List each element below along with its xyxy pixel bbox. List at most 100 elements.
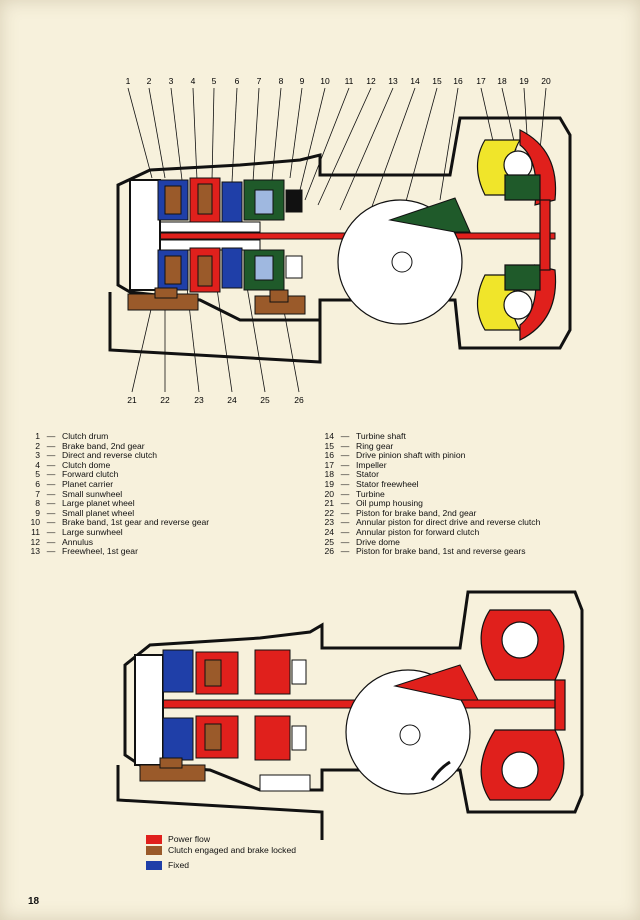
key-fixed-label: Fixed [168,860,190,870]
callout-number: 5 [212,76,217,86]
part-entry: 8—Large planet wheel [28,499,209,509]
part-number: 26 [324,546,334,557]
part-entry: 4—Clutch dome [28,459,209,471]
callout-number: 12 [366,76,376,86]
part-entry: 14—Turbine shaft [322,431,540,442]
part-name: Clutch dome [62,459,111,470]
part-entry: 12 — Annulus [28,536,209,548]
part-entry: 16—Drive pinion shaft with pinion [322,451,540,461]
clutch-parts-top [157,177,303,293]
ring-gear-bottom [345,669,471,795]
callout-number: 14 [410,76,420,86]
part-entry: 24—Annular piston for forward clutch [322,526,540,538]
part-name: Annulus [62,536,94,547]
part-name: Turbine shaft [356,431,406,441]
callout-number: 2 [147,76,152,86]
part-number: 15 [324,440,334,451]
dash-separator: — [340,498,350,509]
part-entry: 2—Brake band, 2nd gear [28,440,209,452]
part-name: Large sunwheel [62,526,123,537]
part-name: Oil pump housing [356,498,423,509]
dash-separator: — [46,431,56,441]
part-number: 11 [31,526,40,537]
dash-separator: — [46,440,56,451]
part-entry: 7—Small sunwheel [28,488,209,500]
part-number: 9 [35,507,40,518]
dash-separator: — [340,431,350,441]
key-clutch-engaged-label: Clutch engaged and brake locked [168,845,297,855]
part-entry: 22—Piston for brake band, 2nd gear [322,507,540,519]
torque-converter-bottom [480,609,566,801]
dash-separator: — [46,536,56,547]
part-entry: 10—Brake band, 1st gear and reverse gear [28,518,209,528]
part-number: 19 [324,478,334,489]
part-number: 12 [30,536,40,547]
part-entry: 9 — Small planet wheel [28,507,209,519]
part-number: 13 [30,546,40,557]
callout-number: 16 [453,76,463,86]
part-entry: 25—Drive dome [322,536,540,548]
part-entry: 1—Clutch drum [28,431,209,442]
part-name: Small sunwheel [62,488,123,499]
part-entry: 21—Oil pump housing [322,499,540,509]
drive-pinion-top [388,197,471,233]
callout-number: 9 [300,76,305,86]
callout-number: 3 [169,76,174,86]
dash-separator: — [340,450,350,461]
callout-number: 11 [345,76,354,86]
dash-separator: — [46,478,56,489]
dash-separator: — [46,507,56,518]
part-entry: 26—Piston for brake band, 1st and revers… [322,547,540,557]
key-power-flow-label: Power flow [168,834,211,844]
part-entry: 20—Turbine [322,488,540,500]
blue-swatch-icon [146,860,162,870]
part-name: Ring gear [356,440,394,451]
part-number: 4 [35,459,40,470]
part-name: Planet carrier [62,478,114,489]
dash-separator: — [46,517,56,528]
callout-number: 17 [476,76,486,86]
callout-number: 13 [388,76,398,86]
part-name: Brake band, 1st gear and reverse gear [62,517,210,528]
dash-separator: — [46,469,56,480]
part-name: Piston for brake band, 2nd gear [356,507,477,518]
dash-separator: — [46,546,56,557]
part-number: 5 [35,469,40,480]
dash-separator: — [340,488,350,499]
callout-number: 24 [227,395,237,405]
brake-pistons-top [127,287,306,315]
part-name: Small planet wheel [62,507,135,518]
torque-converter-top [476,129,557,341]
callout-number: 22 [160,395,170,405]
part-name: Drive dome [356,536,400,547]
dash-separator: — [340,440,350,451]
transmission-housing-bottom [116,590,584,840]
part-entry: 17—Impeller [322,460,540,471]
dash-separator: — [340,536,350,547]
part-name: Brake band, 2nd gear [62,440,145,451]
part-number: 23 [324,517,334,528]
clutch-drum-top [129,179,161,291]
part-name: Annular piston for direct drive and reve… [356,517,541,528]
dash-separator: — [46,498,56,509]
dash-separator: — [340,526,350,537]
callout-number: 26 [294,395,304,405]
part-number: 22 [324,507,334,518]
part-name: Freewheel, 1st gear [62,546,138,557]
callout-number: 19 [519,76,529,86]
callout-number: 23 [194,395,204,405]
part-name: Stator [356,469,379,480]
callout-number: 8 [279,76,284,86]
part-entry: 13 — Freewheel, 1st gear [28,547,209,557]
callout-number: 6 [235,76,240,86]
dash-separator: — [46,526,56,537]
dash-separator: — [46,488,56,499]
callout-number: 7 [257,76,262,86]
key-power-flow: Power flow [146,834,210,844]
page-number: 18 [28,896,40,907]
part-number: 18 [324,469,334,480]
rotation-arrow [430,760,451,781]
key-fixed: Fixed [146,860,189,870]
